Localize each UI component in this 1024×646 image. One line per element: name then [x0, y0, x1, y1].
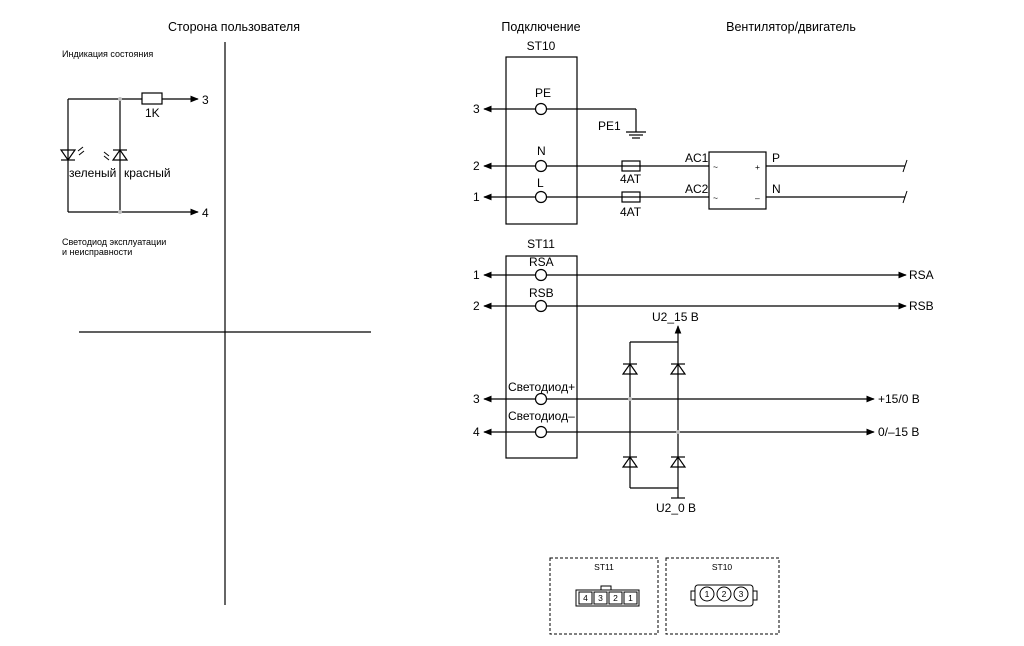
fuse-2: [621, 191, 641, 203]
diode-4-icon: [669, 455, 687, 468]
resistor-label: 1K: [145, 106, 160, 120]
st11-box: [505, 255, 578, 459]
st10-pin-1-number: 1: [473, 190, 480, 204]
ac2-label: AC2: [685, 182, 709, 196]
diode-3-icon: [621, 455, 639, 468]
connector-st11-pin-b: 3: [598, 593, 603, 603]
resistor-1k: [141, 92, 163, 105]
st10-pin-l-label: L: [537, 176, 544, 190]
fuse-1-label: 4AT: [620, 172, 642, 186]
st10-pin-3-number: 3: [473, 102, 480, 116]
st11-terminal-led-plus: [534, 392, 548, 406]
diode-1-icon: [621, 362, 639, 375]
terminal-3-label: 3: [202, 93, 209, 107]
st10-pin-n-label: N: [537, 144, 546, 158]
status-indication-label: Индикация состояния: [62, 49, 153, 59]
output-p-label: P: [772, 151, 780, 165]
st11-pin-led-minus-label: Светодиод–: [508, 409, 575, 423]
ground-label: PE1: [598, 119, 621, 133]
st10-box: [505, 56, 578, 225]
led-red-label: красный: [124, 166, 171, 180]
st11-terminal-rsa: [534, 268, 548, 282]
header-user-side: Сторона пользователя: [168, 20, 300, 34]
terminal-4-label: 4: [202, 206, 209, 220]
diode-2-icon: [669, 362, 687, 375]
output-n-label: N: [772, 182, 781, 196]
st11-pin-rsb-label: RSB: [529, 286, 554, 300]
rectifier-box: [708, 151, 767, 210]
user-side-section: Индикация состояния 1K 3 4 зеленый красн…: [59, 42, 371, 605]
connector-st10-pin-c: 3: [739, 589, 744, 599]
ground-icon: [626, 131, 646, 139]
st11-pin-led-plus-label: Светодиод+: [508, 380, 575, 394]
st10-terminal-n: [534, 159, 548, 173]
u2-bottom-label: U2_0 В: [656, 501, 696, 515]
connector-st10-pin-a: 1: [705, 589, 710, 599]
ac1-label: AC1: [685, 151, 709, 165]
rectifier-ac-top: ~: [713, 162, 718, 172]
st11-terminal-rsb: [534, 299, 548, 313]
connector-st11-title: ST11: [594, 562, 614, 572]
st10-title: ST10: [527, 39, 556, 53]
st10-pin-2-number: 2: [473, 159, 480, 173]
fuse-1: [621, 160, 641, 172]
led-note-line2: и неисправности: [62, 247, 132, 257]
fuse-2-label: 4AT: [620, 205, 642, 219]
st10-terminal-pe: [534, 102, 548, 116]
led-note-line1: Светодиод эксплуатации: [62, 237, 166, 247]
connector-st10-title: ST10: [712, 562, 733, 572]
st11-title: ST11: [527, 237, 555, 251]
rectifier-ac-bottom: ~: [713, 193, 718, 203]
connector-st10-pin-b: 2: [722, 589, 727, 599]
rectifier-minus: –: [755, 193, 760, 203]
st10-pin-pe-label: PE: [535, 86, 551, 100]
led-red-icon: [103, 148, 129, 161]
st11-pin-1-number: 1: [473, 268, 480, 282]
connector-st11-pin-a: 4: [583, 593, 588, 603]
st11-block: ST11 RSA 1 RSA RSB 2 RSB Светодиод+ 3 +1…: [473, 237, 934, 515]
connector-st11-pin-c: 2: [613, 593, 618, 603]
st10-terminal-l: [534, 190, 548, 204]
diode-bridge: [621, 325, 687, 499]
connector-st10: ST10 1 2 3: [665, 557, 780, 635]
led-green-label: зеленый: [69, 166, 116, 180]
st11-out-led-plus: +15/0 В: [878, 392, 920, 406]
rectifier-plus: +: [755, 162, 760, 172]
st11-pin-2-number: 2: [473, 299, 480, 313]
connector-st11: ST11 4 3 2 1: [549, 557, 659, 635]
st11-pin-3-number: 3: [473, 392, 480, 406]
header-fan-motor: Вентилятор/двигатель: [726, 20, 856, 34]
st11-pin-4-number: 4: [473, 425, 480, 439]
u2-top-label: U2_15 В: [652, 310, 699, 324]
connector-st11-pin-d: 1: [628, 593, 633, 603]
st11-out-rsa: RSA: [909, 268, 934, 282]
st11-pin-rsa-label: RSA: [529, 255, 554, 269]
st11-out-rsb: RSB: [909, 299, 934, 313]
st11-terminal-led-minus: [534, 425, 548, 439]
st10-block: ST10 PE 3 PE1 N 2 4AT AC1 L 1 4AT AC2: [473, 39, 908, 225]
st11-out-led-minus: 0/–15 В: [878, 425, 919, 439]
led-green-icon: [59, 146, 85, 162]
header-connection: Подключение: [501, 20, 580, 34]
